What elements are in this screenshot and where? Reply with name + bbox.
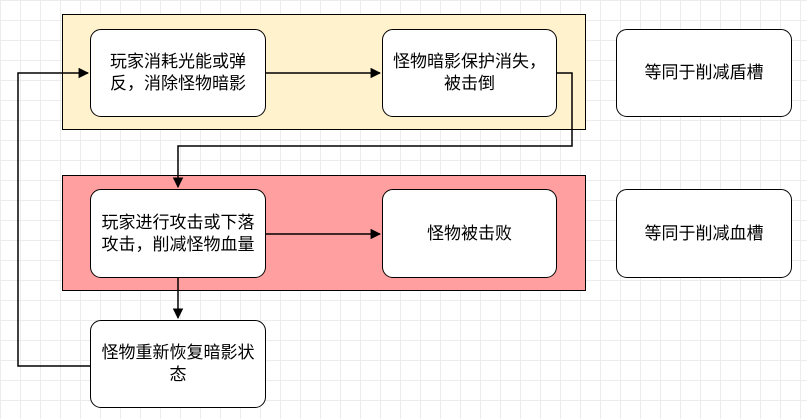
node-attack[interactable]: 玩家进行攻击或下落攻击，削减怪物血量 — [90, 189, 266, 278]
node-consume-light[interactable]: 玩家消耗光能或弹反，消除怪物暗影 — [90, 29, 266, 117]
node-health-note[interactable]: 等同于削减血槽 — [616, 189, 792, 278]
node-defeated[interactable]: 怪物被击败 — [382, 189, 557, 278]
node-shield-break[interactable]: 怪物暗影保护消失，被击倒 — [382, 29, 557, 117]
node-restore[interactable]: 怪物重新恢复暗影状态 — [90, 320, 266, 408]
node-shield-note[interactable]: 等同于削减盾槽 — [616, 29, 792, 117]
edge-restore-to-consume — [17, 67, 90, 367]
edge-shield-break-to-attack — [172, 72, 573, 189]
